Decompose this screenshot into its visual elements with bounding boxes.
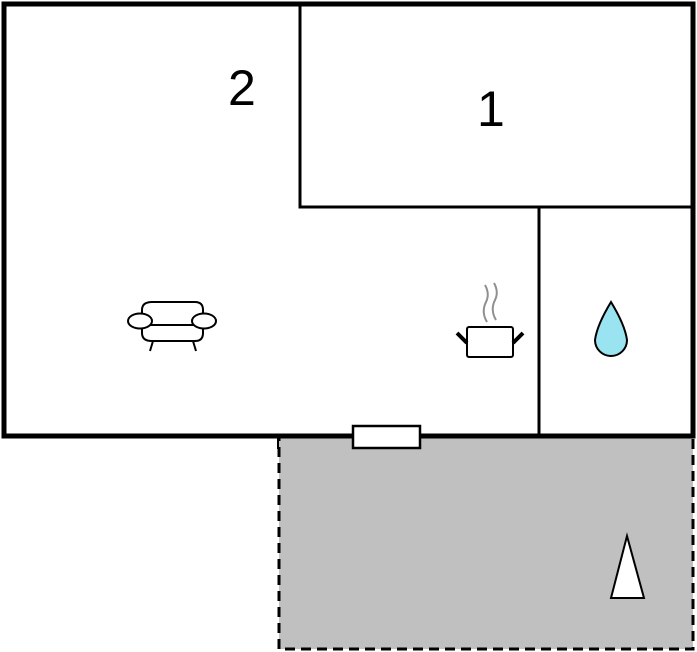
- room-label-1: 1: [477, 81, 505, 137]
- room-label-2: 2: [228, 60, 256, 116]
- outer-wall: [1, 1, 696, 439]
- door-icon: [351, 424, 422, 450]
- terrace-area: [277, 435, 695, 651]
- water-drop-icon: [593, 300, 629, 357]
- wall-room-1: [298, 4, 693, 209]
- sofa-icon: [127, 301, 217, 352]
- cooking-pot-icon: [455, 282, 525, 358]
- compass-north-icon: [609, 532, 646, 599]
